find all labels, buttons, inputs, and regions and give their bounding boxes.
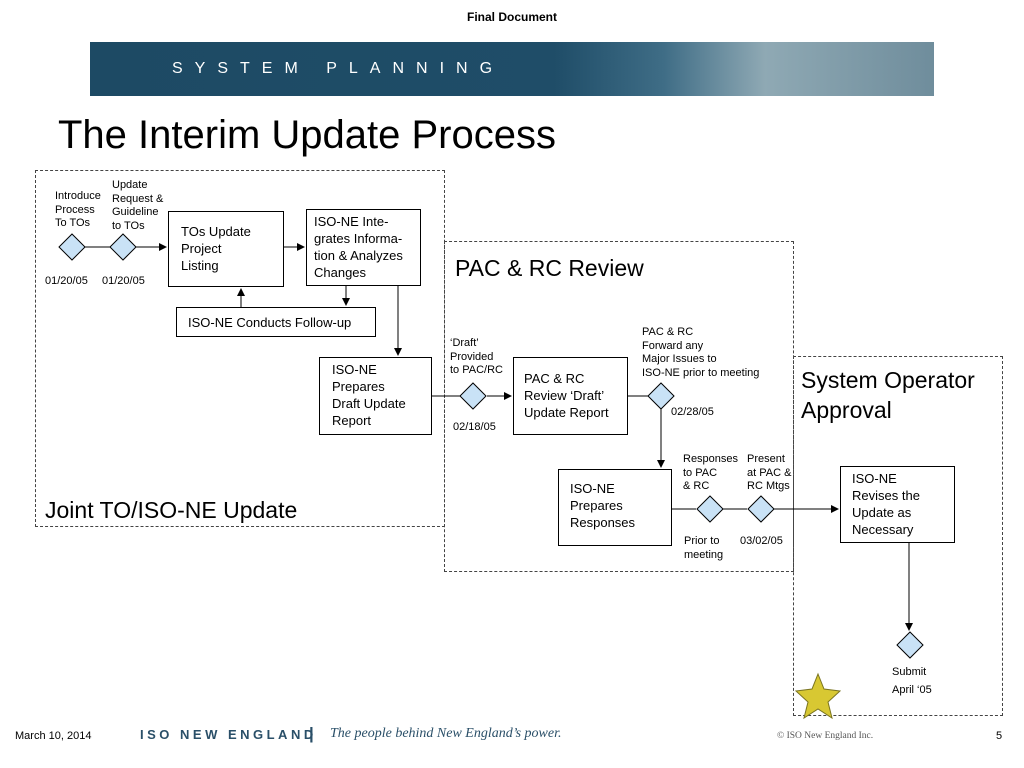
page-number: 5: [996, 730, 1003, 742]
milestone-diamond-forward-issues: [647, 382, 675, 410]
label-line: Update: [112, 179, 148, 191]
milestone-label-present: Present at PAC & RC Mtgs: [747, 453, 791, 494]
box-line: ISO-NE: [570, 481, 615, 496]
milestone-diamond-present: [747, 495, 775, 523]
system-planning-banner: [90, 42, 934, 96]
box-line: ISO-NE: [852, 471, 897, 486]
footer-tagline: The people behind New England’s power.: [330, 726, 562, 741]
label-line: at PAC &: [747, 466, 792, 479]
milestone-label-update-request: Update Request & Guideline to TOs: [112, 179, 163, 233]
label-line: Guideline: [112, 206, 159, 218]
label-line: ISO-NE prior to meeting: [642, 366, 760, 379]
box-line: Revises the: [852, 488, 920, 503]
slide-title: The Interim Update Process: [58, 113, 556, 157]
pac-review-draft-box: PAC & RC Review ‘Draft’ Update Report: [513, 357, 628, 435]
banner-text: SYSTEM PLANNING: [172, 60, 505, 77]
footer-separator: |: [309, 724, 314, 743]
box-line: tion & Analyzes: [314, 248, 403, 263]
milestone-diamond-update-request: [109, 233, 137, 261]
label-line: Request &: [112, 192, 164, 205]
box-line: grates Informa-: [314, 231, 403, 246]
milestone-diamond-submit: [896, 631, 924, 659]
tos-update-listing-box: TOs Update Project Listing: [168, 211, 284, 287]
milestone-label-forward-issues: PAC & RC Forward any Major Issues to ISO…: [642, 326, 759, 380]
box-line: ISO-NE Inte-: [314, 214, 389, 229]
system-operator-region: [793, 356, 1003, 716]
label-line: to PAC/RC: [450, 364, 503, 376]
prepares-responses-box: ISO-NE Prepares Responses: [558, 469, 672, 546]
box-line: Draft Update: [332, 396, 406, 411]
system-operator-label: System Operator Approval: [801, 365, 975, 425]
label-line: meeting: [684, 548, 724, 561]
joint-update-label: Joint TO/ISO-NE Update: [45, 497, 298, 523]
milestone-label-introduce: Introduce Process To TOs: [55, 190, 101, 231]
star-icon: [794, 672, 842, 720]
label-line: & RC: [683, 480, 710, 492]
milestone-date-forward-issues: 02/28/05: [671, 406, 714, 418]
system-operator-label-line2: Approval: [801, 397, 892, 423]
label-line: to TOs: [112, 219, 145, 232]
box-line: PAC & RC: [524, 371, 585, 386]
milestone-label-responses: Responses to PAC & RC: [683, 453, 738, 494]
milestone-date-present: 03/02/05: [740, 535, 783, 547]
footer-date: March 10, 2014: [15, 730, 92, 742]
pac-rc-review-label: PAC & RC Review: [455, 255, 644, 281]
milestone-label-submit: Submit: [892, 666, 927, 678]
label-line: Process: [55, 203, 95, 216]
label-line: Present: [747, 453, 785, 465]
box-line: Review ‘Draft’: [524, 388, 605, 403]
box-line: Project: [181, 241, 222, 256]
box-line: ISO-NE Conducts Follow-up: [188, 315, 352, 330]
system-operator-label-line1: System Operator: [801, 367, 975, 393]
milestone-date-draft-provided: 02/18/05: [453, 421, 496, 433]
box-line: Report: [332, 413, 372, 428]
label-line: Provided: [450, 350, 494, 363]
box-line: Prepares: [570, 498, 623, 513]
label-line: To TOs: [55, 217, 91, 229]
revises-update-box: ISO-NE Revises the Update as Necessary: [840, 466, 955, 543]
box-line: ISO-NE: [332, 362, 377, 377]
footer-brand: ISO NEW ENGLAND: [140, 727, 317, 742]
label-line: Prior to: [684, 535, 720, 547]
box-line: Listing: [181, 258, 219, 273]
label-line: Responses: [683, 453, 739, 465]
milestone-date-submit: April ‘05: [892, 684, 932, 696]
label-line: ‘Draft’: [450, 337, 479, 349]
label-line: Major Issues to: [642, 353, 717, 365]
milestone-date-responses: Prior to meeting: [684, 535, 723, 562]
label-line: Introduce: [55, 190, 101, 202]
footer-copyright: © ISO New England Inc.: [777, 731, 874, 741]
box-line: Update Report: [524, 405, 609, 420]
label-line: to PAC: [683, 466, 718, 479]
box-line: TOs Update: [181, 224, 251, 239]
box-line: Necessary: [852, 522, 914, 537]
label-line: Forward any: [642, 339, 704, 352]
box-line: Prepares: [332, 379, 385, 394]
box-line: Changes: [314, 265, 367, 280]
box-line: Responses: [570, 515, 636, 530]
follow-up-box: ISO-NE Conducts Follow-up: [176, 307, 376, 337]
document-status-note: Final Document: [466, 10, 557, 24]
iso-integrates-box: ISO-NE Inte- grates Informa- tion & Anal…: [306, 209, 421, 286]
label-line: RC Mtgs: [747, 480, 790, 492]
label-line: PAC & RC: [642, 326, 694, 338]
milestone-label-draft-provided: ‘Draft’ Provided to PAC/RC: [450, 337, 503, 378]
milestone-date-update-request: 01/20/05: [102, 275, 145, 287]
prepares-draft-box: ISO-NE Prepares Draft Update Report: [319, 357, 432, 435]
milestone-diamond-introduce: [58, 233, 86, 261]
milestone-date-introduce: 01/20/05: [45, 275, 88, 287]
milestone-diamond-responses: [696, 495, 724, 523]
box-line: Update as: [852, 505, 912, 520]
milestone-diamond-draft-provided: [459, 382, 487, 410]
